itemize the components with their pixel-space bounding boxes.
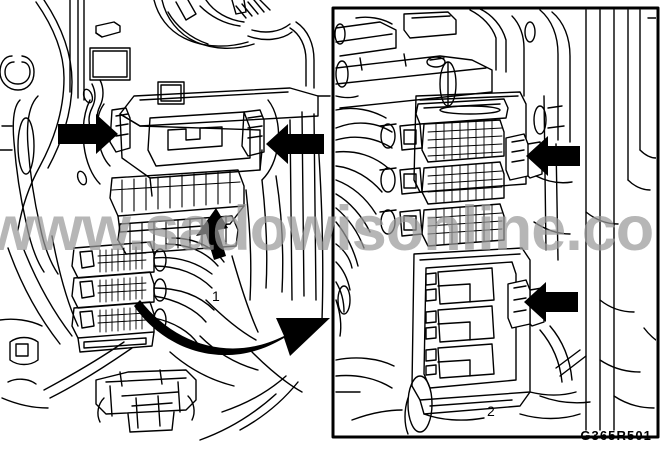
callout-label-2: 2 — [487, 403, 495, 419]
left-panel-artwork — [0, 0, 331, 441]
right-panel-artwork — [331, 6, 660, 439]
module-lower-cavities — [425, 267, 495, 379]
figure-code-label: G365R501 — [580, 428, 652, 443]
arrow-right-panel-lower — [524, 282, 578, 322]
latch-tab-upper — [505, 133, 543, 181]
arrow-left-panel-east — [266, 124, 324, 164]
module-connector-upper — [379, 119, 505, 163]
callout-arrows — [58, 114, 580, 356]
arrow-fuse-up — [196, 208, 228, 260]
arrow-curved-transition — [134, 300, 330, 356]
callout-label-1: 1 — [212, 288, 220, 304]
module-connector-middle — [379, 161, 505, 205]
connector-stack-left — [71, 241, 167, 353]
arrow-right-panel-upper — [526, 136, 580, 176]
arrow-left-panel-west — [58, 114, 118, 154]
module-connector-lower — [379, 203, 505, 247]
